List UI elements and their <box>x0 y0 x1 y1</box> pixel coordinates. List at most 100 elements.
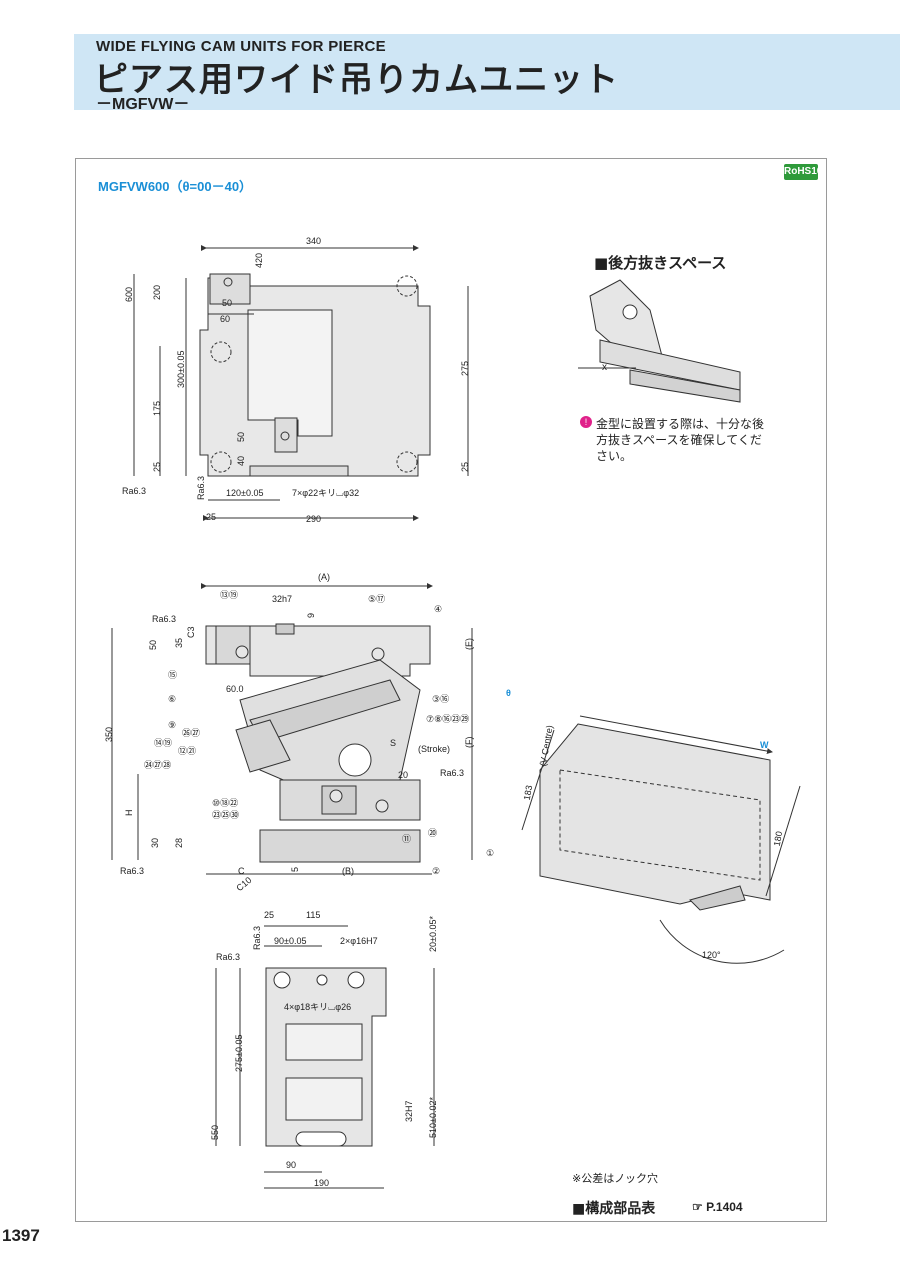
page-reference-link[interactable]: ☞ P.1404 <box>692 1200 743 1214</box>
side-view-labels: (A) ⑬⑲ 32h7 9 ⑤⑰ ④ Ra6.3 C3 50 35 ⑮ 60.0… <box>104 572 511 893</box>
side-view <box>111 583 473 875</box>
svg-text:40: 40 <box>236 456 246 466</box>
svg-text:190: 190 <box>314 1178 329 1188</box>
svg-text:㉓㉕㉚: ㉓㉕㉚ <box>212 810 239 820</box>
svg-text:Ra6.3: Ra6.3 <box>216 952 240 962</box>
svg-text:340: 340 <box>306 236 321 246</box>
back-space-x-label: x <box>602 362 607 373</box>
svg-text:420: 420 <box>254 253 264 268</box>
svg-text:H: H <box>124 810 134 817</box>
svg-text:275±0.05: 275±0.05 <box>234 1035 244 1072</box>
back-space-illustration <box>578 279 741 403</box>
svg-text:90: 90 <box>286 1160 296 1170</box>
svg-text:115: 115 <box>306 910 320 920</box>
svg-text:7×φ22キリ⌴φ32: 7×φ22キリ⌴φ32 <box>292 488 359 498</box>
svg-text:㉔㉗㉘: ㉔㉗㉘ <box>144 760 171 770</box>
svg-text:⑭⑲: ⑭⑲ <box>154 738 172 748</box>
svg-text:⑫㉑: ⑫㉑ <box>178 746 196 756</box>
svg-text:275: 275 <box>460 361 470 376</box>
bottom-view <box>215 925 435 1189</box>
svg-text:5: 5 <box>290 867 300 872</box>
svg-text:200: 200 <box>152 285 162 300</box>
svg-text:25: 25 <box>206 512 216 522</box>
svg-text:175: 175 <box>152 401 162 416</box>
svg-text:C10: C10 <box>234 875 253 893</box>
svg-text:Ra6.3: Ra6.3 <box>252 926 262 950</box>
model-code: －MGFVW－ <box>96 96 190 113</box>
svg-text:350: 350 <box>104 727 114 742</box>
svg-text:Ra6.3: Ra6.3 <box>120 866 144 876</box>
svg-text:550: 550 <box>210 1125 220 1140</box>
svg-text:(Stroke): (Stroke) <box>418 744 450 754</box>
svg-text:⑳: ⑳ <box>428 828 437 838</box>
svg-text:(E): (E) <box>464 638 474 650</box>
svg-text:25: 25 <box>152 462 162 472</box>
svg-text:(B): (B) <box>342 866 354 876</box>
svg-text:(A): (A) <box>318 572 330 582</box>
top-view <box>133 245 469 521</box>
page-ref-text: P.1404 <box>706 1200 743 1214</box>
svg-text:C: C <box>238 866 245 876</box>
svg-text:20: 20 <box>398 770 408 780</box>
header-band <box>74 34 900 110</box>
top-view-dims: 340 420 600 200 50 60 300±0.05 175 275 5… <box>122 236 470 524</box>
svg-text:20±0.05*: 20±0.05* <box>428 916 438 952</box>
svg-text:600: 600 <box>124 287 134 302</box>
svg-text:9: 9 <box>306 613 316 618</box>
svg-text:⑬⑲: ⑬⑲ <box>220 590 238 600</box>
svg-text:183: 183 <box>522 784 534 801</box>
svg-text:50: 50 <box>148 640 158 650</box>
model-title: MGFVW600（θ=00－40） <box>98 179 253 194</box>
svg-text:300±0.05: 300±0.05 <box>176 351 186 388</box>
svg-text:⑪: ⑪ <box>402 834 411 844</box>
svg-text:③⑯: ③⑯ <box>432 694 449 704</box>
svg-text:30: 30 <box>150 838 160 848</box>
svg-text:4×φ18キリ⌴φ26: 4×φ18キリ⌴φ26 <box>284 1002 351 1012</box>
caution-icon: ! <box>580 416 592 428</box>
svg-text:Ra6.3: Ra6.3 <box>122 486 146 496</box>
svg-text:⑨: ⑨ <box>168 720 176 730</box>
svg-text:290: 290 <box>306 514 321 524</box>
svg-text:32h7: 32h7 <box>272 594 292 604</box>
svg-text:⑩⑱㉒: ⑩⑱㉒ <box>212 798 238 808</box>
tolerance-note: ※公差はノック穴 <box>572 1172 658 1185</box>
svg-text:90±0.05: 90±0.05 <box>274 936 306 946</box>
svg-text:28: 28 <box>174 838 184 848</box>
title-en: WIDE FLYING CAM UNITS FOR PIERCE <box>96 38 386 55</box>
back-space-title: ■後方抜きスペース <box>594 254 727 272</box>
rohs-badge: RoHS10 <box>784 164 822 180</box>
svg-text:Ra6.3: Ra6.3 <box>196 476 206 500</box>
svg-text:④: ④ <box>434 604 442 614</box>
svg-text:510±0.02*: 510±0.02* <box>428 1097 438 1138</box>
svg-text:120°: 120° <box>702 950 721 960</box>
svg-text:W: W <box>760 740 769 750</box>
svg-text:⑦⑧⑯㉓㉙: ⑦⑧⑯㉓㉙ <box>426 714 469 724</box>
svg-text:C3: C3 <box>186 626 196 638</box>
svg-text:㉖㉗: ㉖㉗ <box>182 728 200 738</box>
back-space-note: 金型に設置する際は、十分な後方抜きスペースを確保してください。 <box>596 417 765 463</box>
bottom-view-labels: 25 115 Ra6.3 90±0.05 2×φ16H7 20±0.05* Ra… <box>210 910 438 1188</box>
svg-text:2×φ16H7: 2×φ16H7 <box>340 936 378 946</box>
title-ja: ピアス用ワイド吊りカムユニット <box>94 60 619 100</box>
svg-text:32H7: 32H7 <box>404 1100 414 1122</box>
svg-text:60: 60 <box>220 314 230 324</box>
svg-text:⑥: ⑥ <box>168 694 176 704</box>
svg-text:50: 50 <box>236 432 246 442</box>
svg-text:35: 35 <box>174 638 184 648</box>
svg-text:⑮: ⑮ <box>168 670 177 680</box>
page-ref-icon: ☞ <box>692 1200 703 1214</box>
svg-text:S: S <box>390 738 396 748</box>
svg-text:(F): (F) <box>464 737 474 749</box>
svg-text:Ra6.3: Ra6.3 <box>440 768 464 778</box>
svg-text:Ra6.3: Ra6.3 <box>152 614 176 624</box>
page-number: 1397 <box>2 1226 40 1245</box>
svg-text:60.0: 60.0 <box>226 684 244 694</box>
svg-text:②: ② <box>432 866 440 876</box>
parts-list-heading: ■構成部品表 <box>572 1201 656 1217</box>
svg-text:θ: θ <box>506 688 511 698</box>
svg-text:25: 25 <box>460 462 470 472</box>
tilt-view <box>521 715 801 964</box>
svg-text:50: 50 <box>222 298 232 308</box>
svg-text:25: 25 <box>264 910 274 920</box>
